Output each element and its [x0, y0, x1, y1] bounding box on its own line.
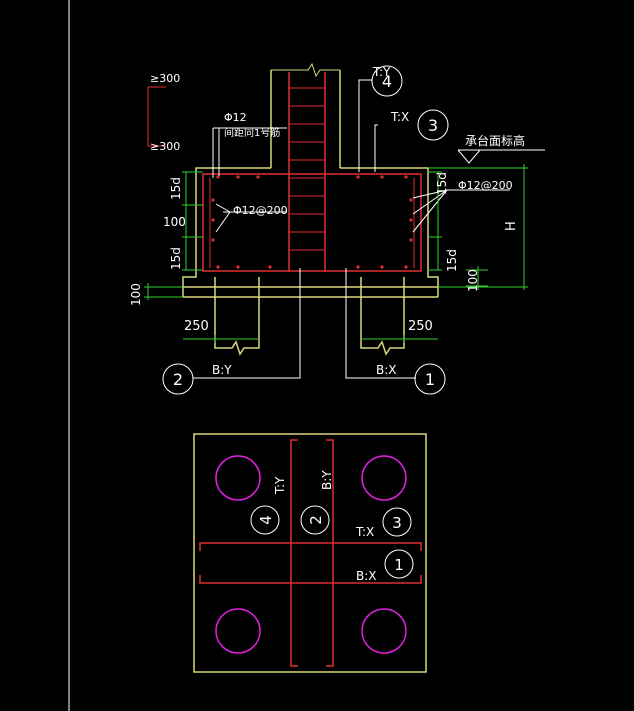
dimension-lines — [144, 164, 528, 343]
plan-view: 4 2 3 1 T:Y B:Y T:X B:X — [193, 433, 427, 673]
plan-callout-2: 2 — [307, 515, 325, 525]
pile-circles — [215, 455, 407, 654]
plan-tag-TY: T:Y — [273, 476, 287, 495]
plan-tag-BY: B:Y — [320, 470, 334, 490]
len-15d-left-top: 15d — [169, 177, 183, 200]
len-15d-right-bottom: 15d — [445, 249, 459, 272]
dim-100-right: 100 — [466, 269, 480, 292]
plan-callout-4: 4 — [257, 515, 275, 525]
plan-tag-TX: T:X — [355, 525, 374, 539]
dim-ge300-top: ≥300 — [150, 72, 180, 85]
callout-3: 3 — [428, 116, 438, 135]
plan-rebars — [199, 439, 422, 667]
pile-right — [360, 277, 405, 356]
dim-100-left: 100 — [163, 215, 186, 229]
plan-tag-BX: B:X — [356, 569, 377, 583]
pile-left — [214, 277, 260, 356]
column-stirrups — [289, 87, 325, 251]
phi12-label: Φ12 — [224, 111, 247, 124]
rebar-right-label: Φ12@200 — [458, 179, 513, 192]
plan-callout-1: 1 — [394, 556, 404, 574]
pilecap-plan-outline — [193, 433, 427, 673]
tag-BY: B:Y — [212, 363, 232, 377]
callout-1: 1 — [425, 370, 435, 389]
pilecap-rebar-cage — [202, 173, 422, 272]
tag-TY: T:Y — [372, 65, 391, 79]
section-view: 4 3 2 1 T:Y T:X B:Y B:X ≥300 ≥300 Φ12 间距… — [129, 62, 545, 395]
column-break-line — [271, 62, 340, 78]
elevation-symbol — [457, 149, 545, 164]
leader-lines — [193, 79, 510, 379]
overlap-bracket — [147, 86, 166, 147]
rebar-dots — [211, 175, 413, 269]
dim-ge300-bottom: ≥300 — [150, 140, 180, 153]
plan-callout-3: 3 — [392, 514, 402, 532]
plan-callout-circles — [250, 505, 414, 579]
len-15d-left-bottom: 15d — [169, 247, 183, 270]
rebar-center-label: Φ12@200 — [233, 204, 288, 217]
dim-250-right: 250 — [408, 319, 433, 334]
pilecap-outline-right — [340, 167, 439, 287]
stirrup-spacing-note: 间距同1号筋 — [224, 126, 280, 139]
callout-2: 2 — [173, 370, 183, 389]
tag-BX: B:X — [376, 363, 397, 377]
len-15d-right-top: 15d — [435, 172, 449, 195]
dim-250-left: 250 — [184, 319, 209, 334]
elevation-label: 承台面标高 — [465, 133, 525, 148]
dim-100-outer-left: 100 — [129, 283, 143, 306]
pilecap-outline-left — [182, 167, 271, 287]
callout-circles — [162, 65, 449, 395]
callout-4: 4 — [382, 72, 392, 91]
dim-H: H — [504, 221, 519, 231]
tag-TX: T:X — [390, 110, 409, 124]
